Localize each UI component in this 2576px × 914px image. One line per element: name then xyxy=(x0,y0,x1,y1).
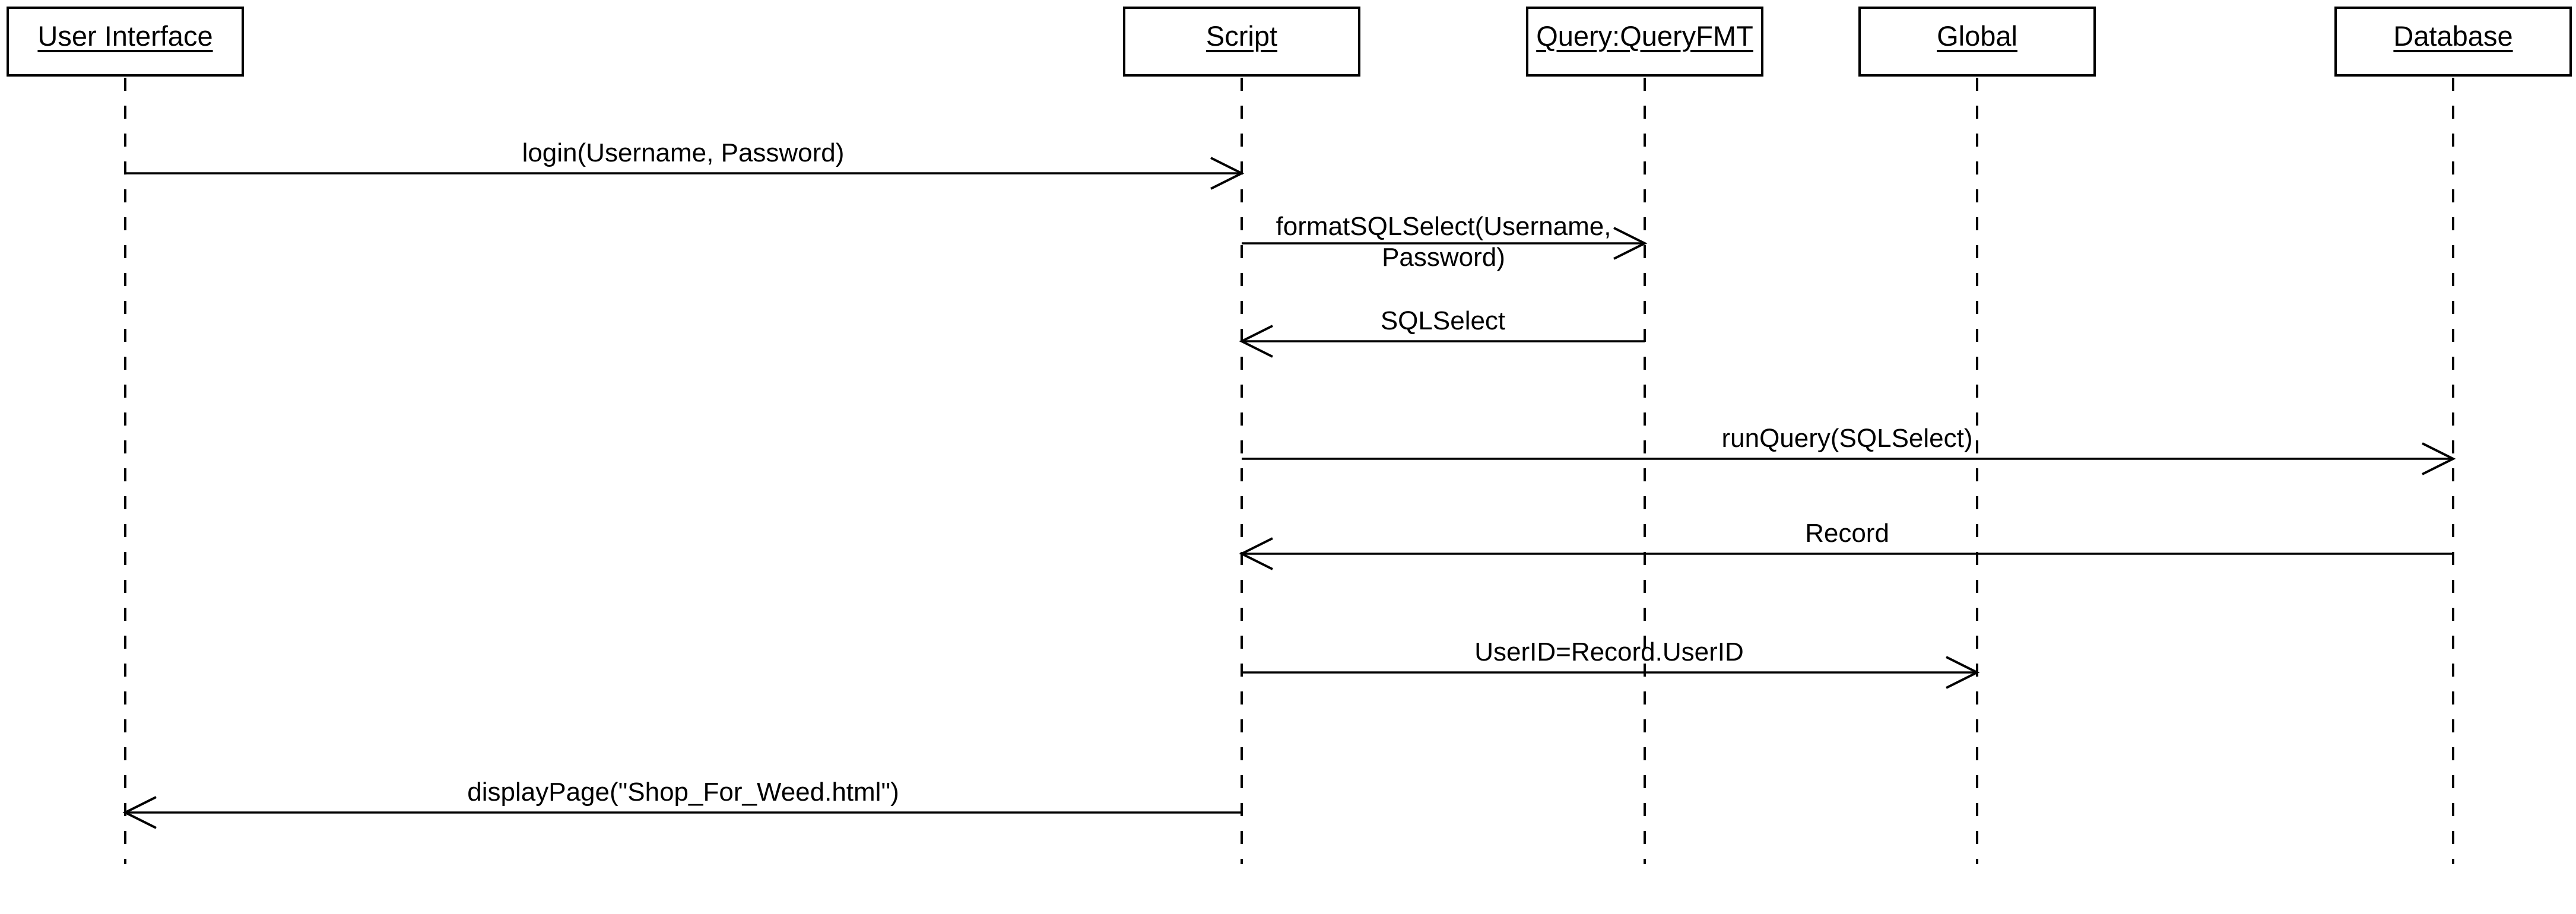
message-arrow-runquery xyxy=(1242,442,2456,475)
participant-label-database: Database xyxy=(2393,20,2513,52)
arrowhead-right-icon xyxy=(1613,227,1648,260)
message-arrow-record xyxy=(1239,537,2453,570)
arrowhead-left-icon xyxy=(1239,537,1273,570)
message-arrow-login xyxy=(125,157,1245,190)
message-arrow-displaypage xyxy=(122,796,1242,829)
arrowhead-right-icon xyxy=(2422,442,2456,475)
participant-box-script: Script xyxy=(1123,7,1360,77)
arrowhead-right-icon xyxy=(1946,656,1980,689)
participant-box-query-queryfmt: Query:QueryFMT xyxy=(1526,7,1763,77)
arrowhead-left-icon xyxy=(1239,325,1273,358)
message-arrow-userid xyxy=(1242,656,1980,689)
participant-label-global: Global xyxy=(1937,20,2017,52)
participant-label-query-queryfmt: Query:QueryFMT xyxy=(1536,20,1753,52)
participant-box-global: Global xyxy=(1858,7,2096,77)
participant-box-database: Database xyxy=(2334,7,2572,77)
message-arrow-sqlselect xyxy=(1239,325,1645,358)
participant-label-script: Script xyxy=(1205,20,1278,52)
arrowhead-right-icon xyxy=(1210,157,1245,190)
participant-label-user-interface: User Interface xyxy=(37,20,213,52)
arrowhead-left-icon xyxy=(122,796,157,829)
participant-box-user-interface: User Interface xyxy=(7,7,244,77)
message-arrow-formatsqlselect xyxy=(1242,227,1648,260)
